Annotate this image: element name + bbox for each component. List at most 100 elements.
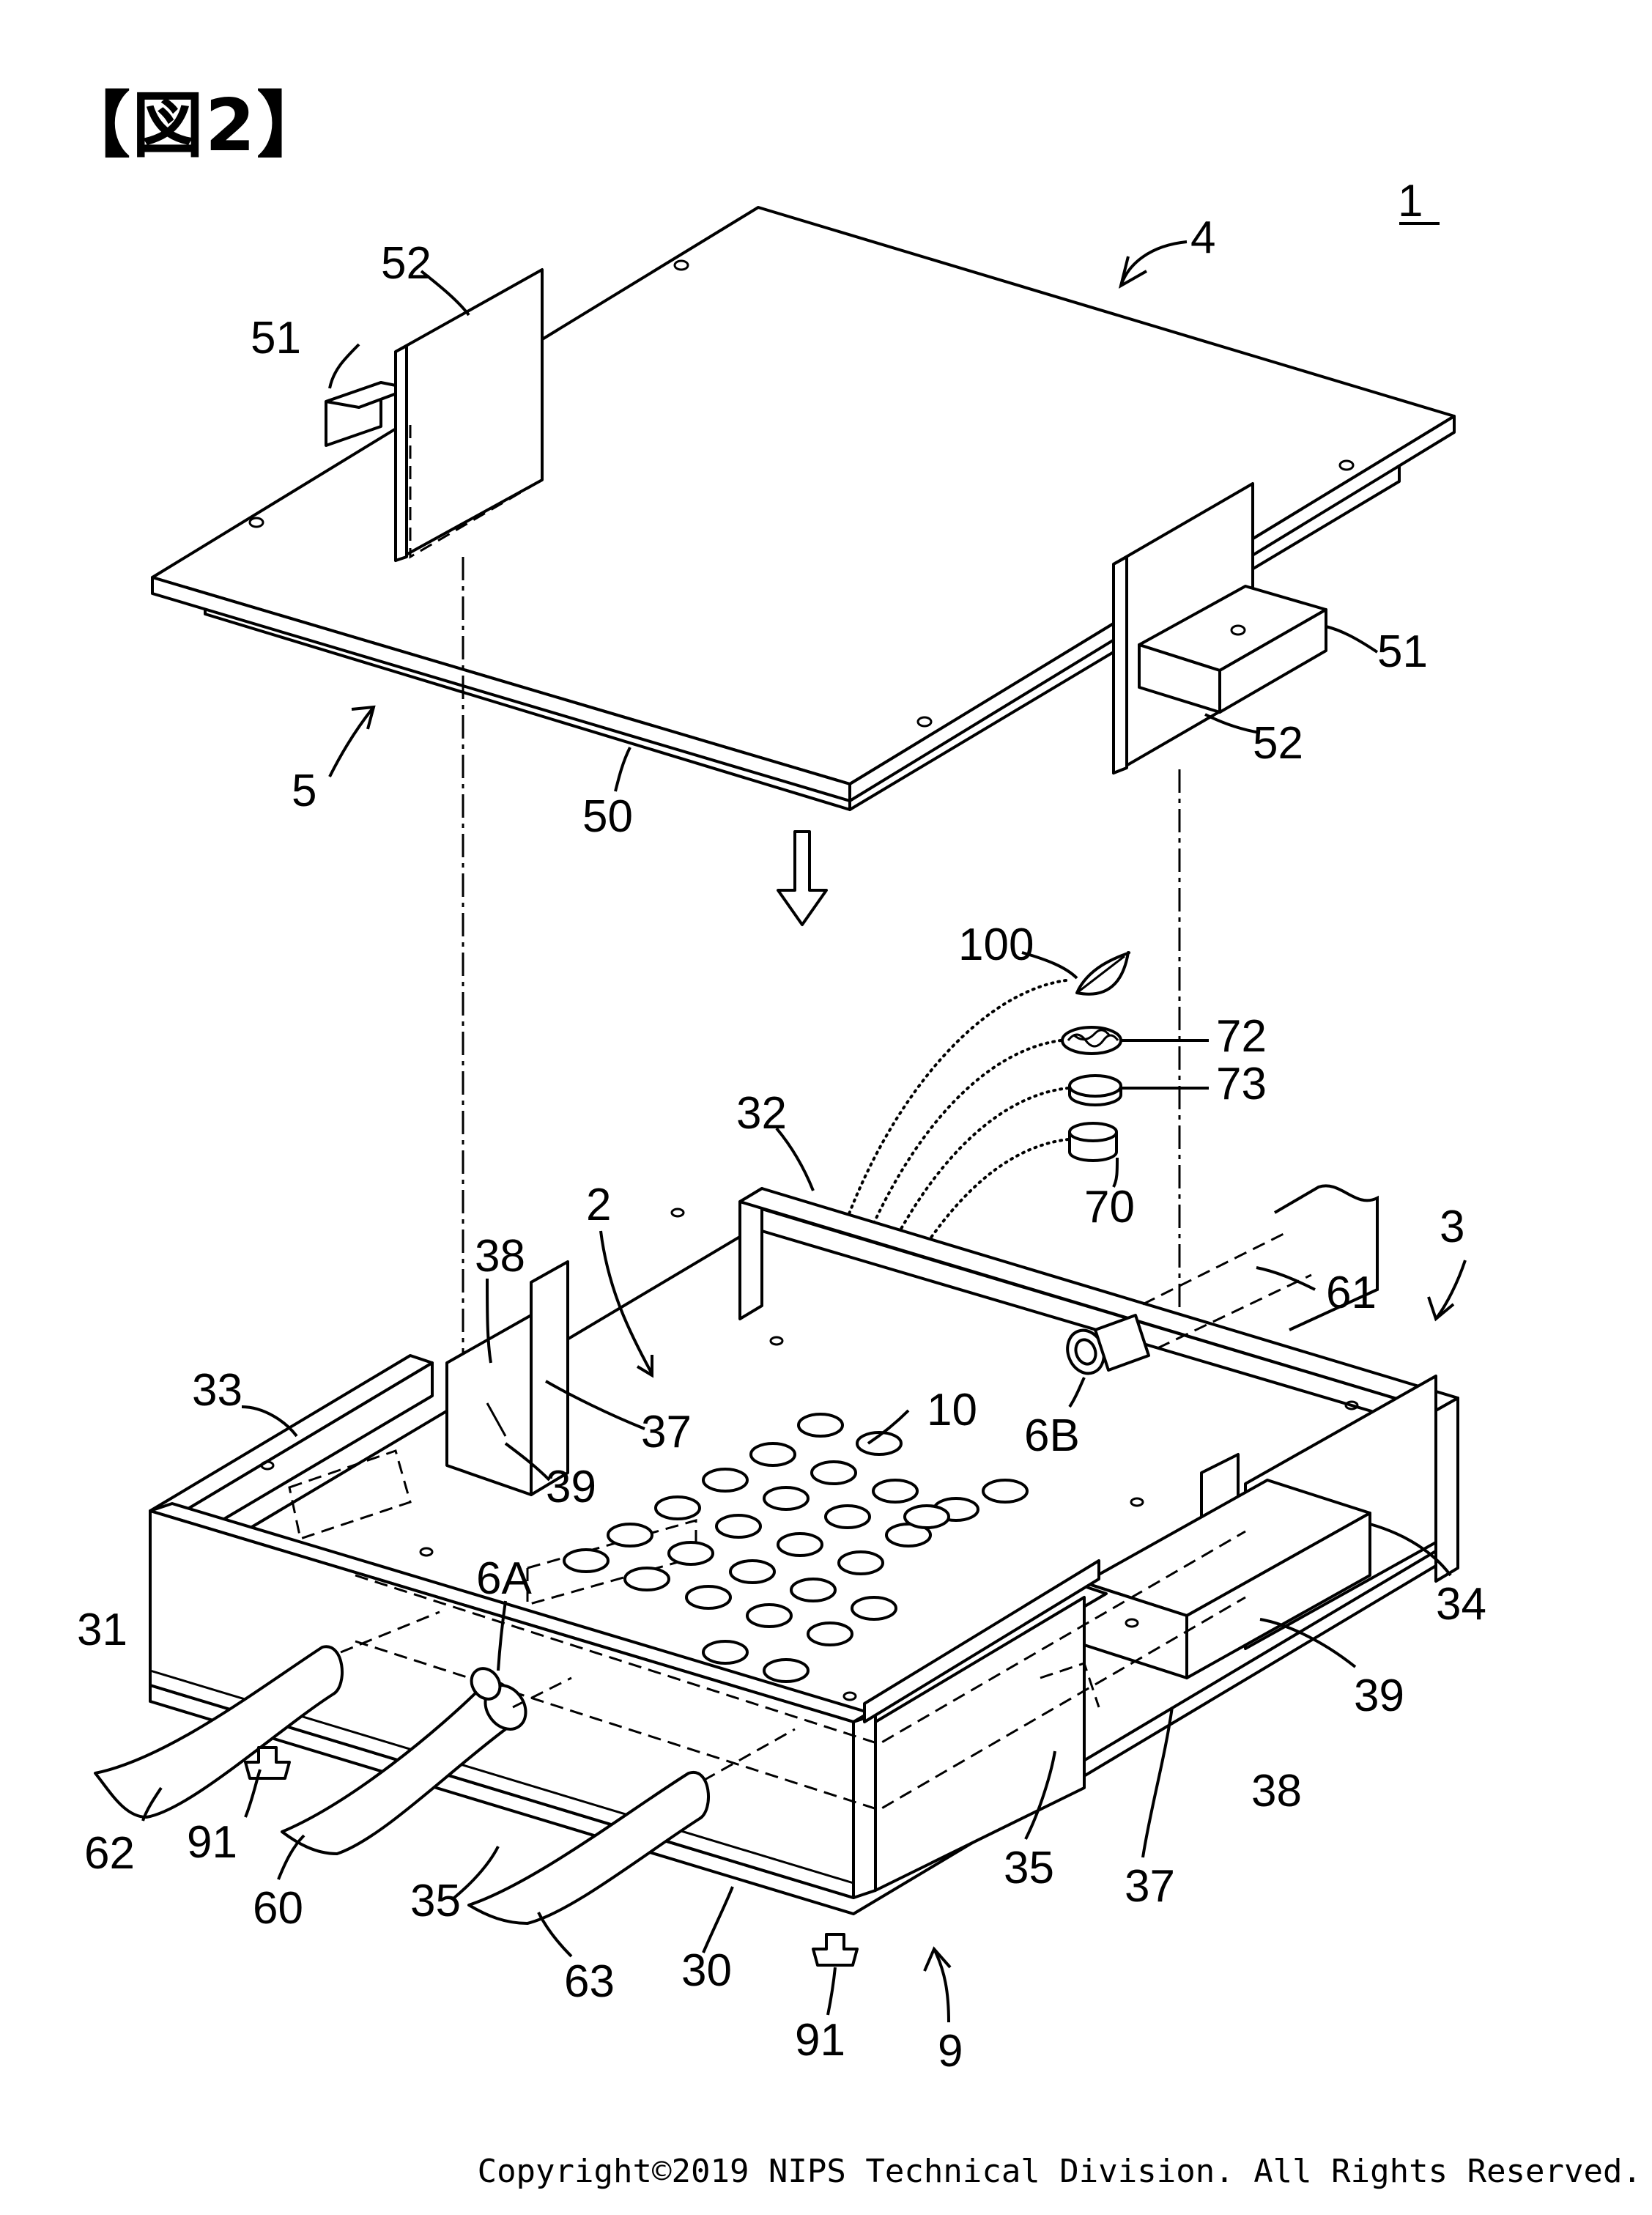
floor-hole (769, 1336, 784, 1346)
hidden-block-38 (288, 1449, 412, 1540)
hidden-edge (409, 425, 543, 559)
sample-well-10 (790, 1578, 837, 1602)
plate-hole (248, 517, 264, 528)
label-60: 60 (253, 1883, 303, 1934)
floor-hole (842, 1691, 857, 1701)
copyright-notice: Copyright©2019 NIPS Technical Division. … (477, 2153, 1642, 2190)
leader-32 (775, 1127, 815, 1191)
leader-52-right (1204, 713, 1261, 734)
leader-39-right (1259, 1618, 1357, 1668)
leader-5 (328, 706, 375, 777)
leader-35-right (1024, 1750, 1056, 1840)
label-72: 72 (1216, 1011, 1267, 1062)
label-6B: 6B (1024, 1410, 1080, 1461)
sample-well-10 (856, 1431, 903, 1456)
sample-well-10 (824, 1504, 871, 1529)
sample-well-10 (807, 1622, 853, 1646)
mesh-scribble (1067, 1029, 1119, 1048)
plate-hole (1338, 459, 1355, 471)
sample-well-10 (749, 1442, 796, 1467)
fitting-6B (1066, 1229, 1312, 1375)
foot-91-left (244, 1746, 291, 1780)
hidden-hose-paths (340, 1611, 796, 1782)
sample-well-10 (729, 1559, 776, 1584)
sample-well-10 (563, 1548, 610, 1573)
leader-3 (1434, 1260, 1467, 1320)
bracket-52-left-edge (394, 344, 408, 562)
disc-73-top (1068, 1074, 1122, 1098)
label-39-right: 39 (1354, 1671, 1404, 1721)
label-34: 34 (1436, 1579, 1486, 1630)
leader-38-left (486, 1278, 492, 1364)
leader-91-left (244, 1769, 262, 1818)
sample-well-10 (982, 1479, 1029, 1504)
leader-70 (1112, 1157, 1119, 1188)
sample-well-10 (667, 1541, 714, 1566)
label-38-left: 38 (475, 1231, 525, 1282)
label-35-right: 35 (1004, 1843, 1054, 1893)
rim-hole (670, 1208, 685, 1218)
arrow-9 (923, 1946, 952, 1972)
arrow-3 (1427, 1296, 1455, 1322)
hoses (94, 1611, 796, 1925)
sample-well-10 (763, 1486, 810, 1511)
leader-100 (1021, 951, 1078, 980)
nut-6A-inner (470, 1667, 502, 1701)
drop-path-73 (834, 1087, 1070, 1394)
wall-front-right (874, 1596, 1086, 1892)
reference-labels: 1 4 52 51 51 52 5 50 100 72 73 70 32 2 3… (77, 176, 1486, 2077)
disc-73-side (1068, 1086, 1122, 1106)
cylinder-70-top (1068, 1122, 1118, 1142)
wall-34-outer (1434, 1397, 1459, 1583)
floor-hole (1130, 1497, 1144, 1507)
down-arrow-icon (777, 830, 828, 926)
label-38-right: 38 (1251, 1766, 1302, 1816)
block-38-right-side (1185, 1512, 1371, 1679)
label-50: 50 (582, 791, 633, 842)
container-body (149, 1187, 1459, 1915)
leader-2 (599, 1230, 653, 1375)
leader-6A (497, 1600, 507, 1671)
label-51-left: 51 (251, 313, 301, 363)
leader-63 (537, 1912, 573, 1958)
sample-well-10 (810, 1460, 857, 1485)
label-51-right: 51 (1377, 626, 1428, 677)
label-6A: 6A (476, 1553, 532, 1604)
leader-37-left (545, 1380, 645, 1430)
leader-39-left (504, 1442, 551, 1482)
label-52-right: 52 (1253, 718, 1303, 769)
sample-well-10 (685, 1585, 732, 1610)
rim-hole (419, 1547, 434, 1557)
label-63: 63 (564, 1956, 615, 2007)
arrow-2 (636, 1355, 653, 1378)
hose-63 (467, 1770, 710, 1925)
label-39-left: 39 (546, 1462, 596, 1512)
leader-9 (933, 1948, 950, 2023)
leader-62 (141, 1786, 163, 1822)
hidden-block (1040, 1662, 1100, 1708)
sample-well-10 (623, 1567, 670, 1591)
feet-91 (244, 1746, 859, 1967)
label-62: 62 (84, 1828, 135, 1879)
leader-6B (1068, 1377, 1086, 1408)
sample-well-10 (851, 1596, 897, 1621)
fitting-6B-nut (1094, 1314, 1150, 1372)
foot-91-right (812, 1933, 859, 1967)
rim-hole (1125, 1618, 1139, 1628)
label-70: 70 (1084, 1182, 1135, 1232)
slot-edge (486, 1402, 507, 1437)
notch-edge (863, 1559, 1100, 1723)
label-91-left: 91 (187, 1817, 237, 1868)
sample-well-10 (607, 1523, 653, 1547)
leader-50 (614, 747, 631, 792)
arrow-5 (351, 705, 376, 730)
plate-hole (673, 259, 689, 271)
label-31: 31 (77, 1605, 127, 1655)
label-61: 61 (1326, 1268, 1377, 1318)
leader-51-left (328, 343, 360, 389)
sample-well-10 (715, 1514, 762, 1539)
rim-hole (1344, 1400, 1359, 1410)
plate-hole (916, 716, 933, 728)
figure-title: 【図2】 (59, 84, 330, 168)
hose-62 (94, 1645, 344, 1819)
